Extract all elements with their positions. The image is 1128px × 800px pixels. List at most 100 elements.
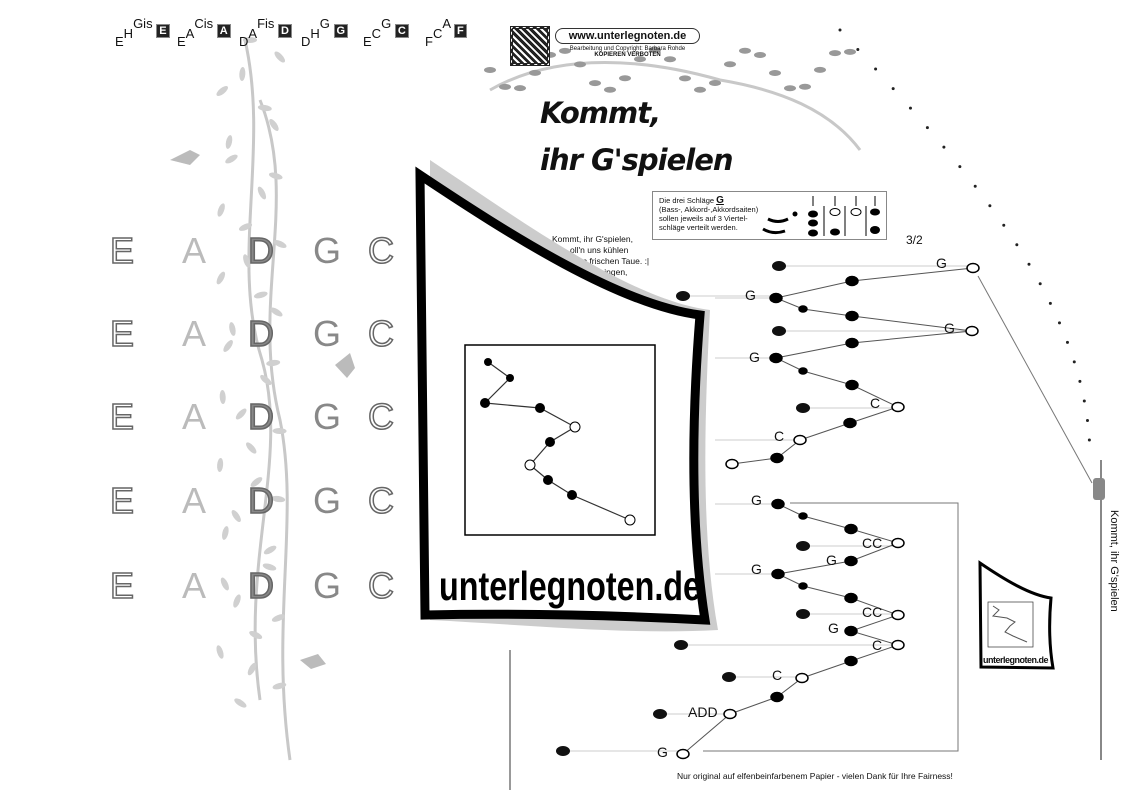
- string-letter: C: [367, 312, 395, 355]
- chord-label: C: [872, 637, 883, 653]
- brand-logo-text: unterlegnoten.de: [439, 563, 701, 609]
- lyrics: Kommt, ihr G'spielen, oll'n uns kühlen m…: [552, 234, 649, 278]
- string-letter: A: [182, 480, 207, 521]
- leaf: [234, 698, 247, 708]
- leaf: [266, 359, 281, 367]
- leaf: [679, 75, 691, 82]
- leaf: [514, 85, 526, 92]
- leaf: [235, 408, 247, 420]
- tuning-low: E: [115, 34, 124, 49]
- half-note: [793, 434, 807, 446]
- tuning-high: Gis: [133, 16, 153, 31]
- string-letter: D: [247, 395, 275, 438]
- string-letter: D: [247, 479, 275, 522]
- legend-line: (Bass-, Akkord-,Akkordsaiten): [659, 205, 759, 214]
- leaf: [754, 51, 766, 58]
- leaf: [263, 545, 277, 555]
- string-letter: G: [313, 313, 342, 354]
- dot: [908, 106, 912, 110]
- legend-line: schläge verteilt werden.: [659, 223, 738, 232]
- chord-label: G: [751, 561, 762, 577]
- string-letter: D: [247, 564, 275, 607]
- leaf: [257, 104, 272, 112]
- leaf: [844, 48, 856, 55]
- leaf: [243, 37, 257, 43]
- quarter-note: [844, 625, 858, 637]
- melody-line: [731, 267, 974, 465]
- chord-label: G: [828, 620, 839, 636]
- tuning-mid: H: [123, 26, 134, 41]
- dot: [1087, 438, 1091, 442]
- lyrics-line: oll'n uns kühlen: [570, 245, 629, 255]
- leaf: [239, 67, 246, 81]
- tuning-group: DAFis D: [239, 16, 292, 49]
- zither-logo: [415, 160, 718, 632]
- half-note: [891, 401, 905, 413]
- thumbnail-logo: [978, 560, 1055, 670]
- chord-label: CC: [862, 604, 883, 620]
- leaf: [233, 594, 241, 608]
- leaf: [260, 374, 272, 386]
- quarter-note: [844, 555, 858, 567]
- tuning-low: F: [425, 34, 433, 49]
- leaf: [559, 47, 571, 54]
- bass-note: [772, 261, 786, 271]
- leaf: [222, 526, 229, 540]
- dot: [891, 87, 895, 91]
- quarter-note: [845, 379, 859, 391]
- bass-note: [674, 640, 688, 650]
- leaf: [271, 614, 286, 622]
- dot: [942, 145, 946, 149]
- leaf: [799, 83, 811, 90]
- leaf: [274, 51, 286, 63]
- leaf: [247, 662, 257, 676]
- string-letter: G: [313, 230, 342, 271]
- half-note: [966, 262, 980, 274]
- leaf: [709, 80, 721, 87]
- leaf: [220, 577, 229, 591]
- leaf: [499, 83, 511, 90]
- leaf: [238, 223, 253, 231]
- bass-note: [796, 403, 810, 413]
- leaf: [604, 86, 616, 93]
- side-clasp: [1093, 478, 1105, 500]
- quarter-note: [845, 337, 859, 349]
- quarter-note: [769, 292, 783, 304]
- leaf: [249, 630, 263, 640]
- string-letter: A: [182, 396, 207, 437]
- leaf: [739, 47, 751, 54]
- side-title: Kommt, ihr G'spielen: [1108, 510, 1120, 612]
- leaf: [268, 172, 283, 180]
- string-letter: E: [109, 395, 135, 438]
- leaf: [694, 86, 706, 93]
- time-signature: 3/2: [906, 233, 923, 247]
- half-note: [965, 325, 979, 337]
- tuning-group: DHG G: [301, 16, 349, 49]
- string-letter: G: [313, 480, 342, 521]
- bass-note: [772, 326, 786, 336]
- bass-note: [653, 709, 667, 719]
- dot: [856, 48, 860, 52]
- chord-label: G: [751, 492, 762, 508]
- tuning-group: EHGis E: [115, 16, 170, 49]
- bass-note: [556, 746, 570, 756]
- tuning-mid: C: [371, 26, 382, 41]
- tuning-high: Fis: [257, 16, 275, 31]
- leaf: [273, 240, 287, 248]
- tuning-low: D: [301, 34, 311, 49]
- legend-line: Die drei Schläge: [659, 196, 715, 205]
- dot: [925, 126, 929, 130]
- dot: [1048, 301, 1052, 305]
- chord-label: G: [745, 287, 756, 303]
- leaf: [769, 69, 781, 76]
- leaf: [219, 390, 226, 404]
- half-note: [723, 708, 737, 720]
- leaf: [574, 61, 586, 68]
- half-note: [891, 609, 905, 621]
- tuning-mid: A: [185, 26, 195, 41]
- lyrics-line: Kommt, ihr G'spielen,: [552, 234, 633, 244]
- quarter-note: [770, 691, 784, 703]
- quarter-note: [844, 523, 858, 535]
